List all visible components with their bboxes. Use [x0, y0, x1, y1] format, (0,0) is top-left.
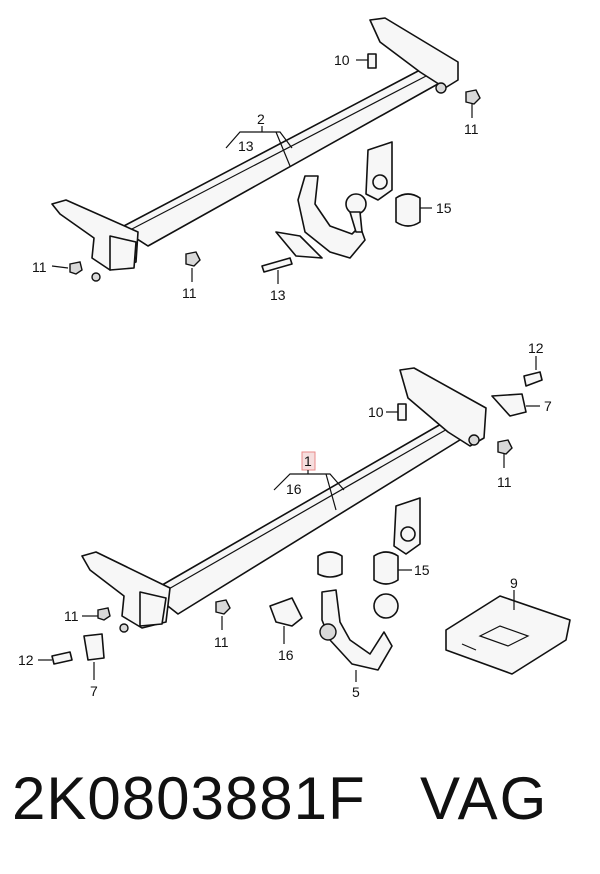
nut-11-bottom-bottom: [215, 599, 231, 615]
lock-knob: [319, 623, 337, 641]
callout-5-bottom: 5: [352, 684, 360, 700]
callout-13-bolt-top: 13: [270, 287, 286, 303]
callout-11-bottom-bottom: 11: [214, 634, 229, 650]
receiver-bottom: [317, 551, 343, 578]
right-bracket-top: [369, 17, 459, 89]
bolt-10-top: [367, 53, 377, 69]
brand-label: VAG: [420, 765, 549, 832]
callout-11-right-bottom: 11: [497, 474, 512, 490]
callout-7-right-bottom: 7: [544, 398, 552, 414]
bracket-7-right: [491, 393, 527, 417]
rubber-buffer-bottom: [373, 551, 399, 585]
top-tow-bar-assembly: 10 11 2 13 15 11 11 13: [32, 17, 481, 303]
callout-11-bottom-top: 11: [182, 285, 197, 301]
bolt-12-left: [51, 651, 73, 665]
cover-9: [445, 595, 571, 675]
callout-16-bracket-bottom: 16: [286, 481, 302, 497]
tow-ball-bottom: [373, 593, 399, 619]
socket-ring-top: [372, 174, 388, 190]
callout-15-bottom: 15: [414, 562, 430, 578]
callout-13-bracket-top: 13: [238, 138, 254, 154]
bolt-hole-bottom: [468, 434, 480, 446]
socket-ring-bottom: [400, 526, 416, 542]
tow-ball-top: [345, 193, 367, 215]
nut-11-right-top: [465, 89, 481, 105]
callout-12-left-bottom: 12: [18, 652, 34, 668]
callout-11-right-top: 11: [464, 121, 479, 137]
callout-10-bottom: 10: [368, 404, 384, 420]
crossbar-beam-bottom: [149, 419, 477, 615]
bracket-7-left: [83, 633, 105, 661]
callout-10-top: 10: [334, 52, 350, 68]
nut-11-left-top: [69, 261, 83, 275]
callout-7-left-bottom: 7: [90, 683, 98, 699]
nut-11-right-bottom: [497, 439, 513, 455]
callout-11-left-top: 11: [32, 259, 47, 275]
part-number: 2K0803881F: [12, 765, 366, 832]
bolt-12-top: [523, 371, 543, 387]
nut-left-bottom: [119, 623, 129, 633]
nut-11-bottom-top: [185, 251, 201, 267]
nut-11-left-bottom: [97, 607, 111, 621]
callout-15-top: 15: [436, 200, 452, 216]
clip-16: [269, 597, 303, 627]
callout-2-top: 2: [257, 111, 265, 127]
callout-16-clip-bottom: 16: [278, 647, 294, 663]
socket-plate-bottom: [393, 497, 421, 555]
callout-1-bottom: 1: [304, 453, 312, 469]
bottom-tow-bar-assembly: 12 7 10 11 1 16 15 9 11 11 16 12 7 5: [18, 340, 571, 700]
rubber-buffer-top: [395, 193, 421, 227]
bolt-10-bottom: [397, 403, 407, 421]
nut-left-top: [91, 272, 101, 282]
bolt-hole: [435, 82, 447, 94]
callout-9-bottom: 9: [510, 575, 518, 591]
bolt-13-top: [261, 257, 293, 273]
callout-11-left-bottom: 11: [64, 608, 79, 624]
callout-12-top-bottom: 12: [528, 340, 544, 356]
